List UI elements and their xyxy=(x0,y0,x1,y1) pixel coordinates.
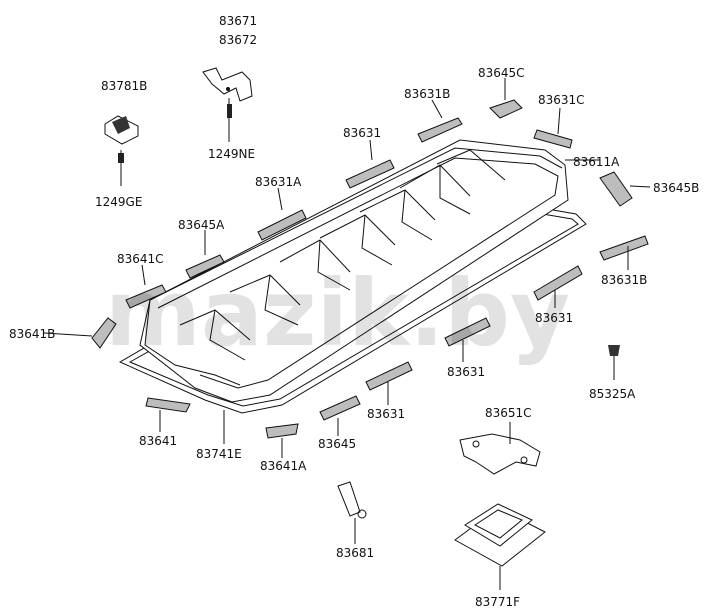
bracket-83671 xyxy=(202,67,253,142)
label-1249GE: 1249GE xyxy=(95,195,142,209)
label-83671: 83671 xyxy=(219,14,257,28)
strip-83631-top xyxy=(345,139,395,189)
strip-83631-right xyxy=(533,265,583,308)
strip-83645 xyxy=(319,395,361,436)
label-85325A: 85325A xyxy=(589,387,636,401)
strip-83631C xyxy=(533,107,573,149)
handle-83681 xyxy=(337,481,367,544)
label-83631-top: 83631 xyxy=(343,126,381,140)
strip-83645A xyxy=(185,230,225,279)
label-83611A: 83611A xyxy=(573,155,620,169)
label-83631B-top: 83631B xyxy=(404,87,450,101)
pad-83771F xyxy=(454,503,546,590)
label-83631A: 83631A xyxy=(255,175,302,189)
label-83631C: 83631C xyxy=(538,93,585,107)
strip-83641 xyxy=(145,397,191,432)
label-83741E: 83741E xyxy=(196,447,242,461)
label-83641A: 83641A xyxy=(260,459,307,473)
label-83771F: 83771F xyxy=(475,595,520,609)
strip-83631B-top xyxy=(417,99,463,143)
strip-83641C xyxy=(125,264,167,309)
clip-83781B xyxy=(104,115,139,186)
label-83645: 83645 xyxy=(318,437,356,451)
label-83631-bottom: 83631 xyxy=(367,407,405,421)
label-83651C: 83651C xyxy=(485,406,532,420)
roof-carrier-body xyxy=(118,139,587,414)
label-83631-right: 83631 xyxy=(535,311,573,325)
label-83681: 83681 xyxy=(336,546,374,560)
strip-83631A xyxy=(257,187,307,241)
label-1249NE: 1249NE xyxy=(208,147,255,161)
clip-83641A xyxy=(265,423,299,458)
label-83641: 83641 xyxy=(139,434,177,448)
label-83781B: 83781B xyxy=(101,79,147,93)
label-83672: 83672 xyxy=(219,33,257,47)
strip-83631B-right xyxy=(599,235,649,270)
bolt-85325A xyxy=(608,345,620,380)
clip-83641B xyxy=(43,317,117,349)
label-83645B: 83645B xyxy=(653,181,699,195)
label-83641B: 83641B xyxy=(9,327,55,341)
label-83641C: 83641C xyxy=(117,252,164,266)
label-83645A: 83645A xyxy=(178,218,225,232)
watermark-text: mazik.by xyxy=(105,260,570,367)
label-83645C: 83645C xyxy=(478,66,525,80)
label-83631B-right: 83631B xyxy=(601,273,647,287)
plate-83651C xyxy=(459,422,541,475)
label-83631-mid: 83631 xyxy=(447,365,485,379)
strip-83631-bottom xyxy=(365,361,413,405)
clip-83645B xyxy=(599,171,651,207)
strip-83631-mid xyxy=(444,317,491,362)
clip-83645C xyxy=(489,78,523,119)
